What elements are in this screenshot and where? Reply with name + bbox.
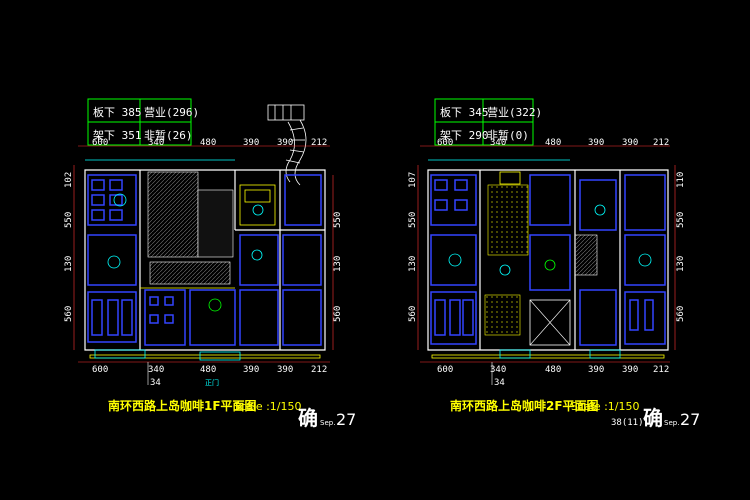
svg-text:Sep.: Sep. (664, 419, 679, 427)
svg-text:确: 确 (298, 406, 318, 430)
f1-left-dim-3: 130 (64, 256, 74, 272)
f1-top-dim-1: 600 (92, 138, 108, 148)
svg-text:27: 27 (336, 410, 356, 429)
floor1-seating (87, 174, 322, 346)
floor2-fixtures (431, 171, 665, 359)
svg-text:480: 480 (545, 365, 561, 375)
svg-text:560: 560 (676, 306, 686, 322)
floor1-stat-1: 板下 385 (93, 105, 142, 119)
floor2-stat-1: 板下 345 (440, 105, 489, 119)
floor2-stamp: 确 Sep. 27 (643, 406, 700, 430)
floor2-walls (427, 159, 669, 351)
f1-right-dim-1: 550 (333, 212, 343, 228)
floor2-seating (430, 174, 666, 346)
floor1-fixtures (89, 184, 321, 361)
floor2-stat-4: 非暂(0) (487, 129, 529, 142)
svg-text:110: 110 (676, 172, 686, 188)
svg-text:390: 390 (622, 138, 638, 148)
floor2-top-dimensions: 600 340 480 390 390 212 (420, 138, 670, 148)
floor2-stats-table: 板下 345 营业(322) 架下 290 非暂(0) (434, 98, 542, 146)
floor2-stat-2: 营业(322) (487, 105, 542, 119)
svg-text:27: 27 (680, 410, 700, 429)
f1-entrance-label: 正门 (205, 378, 219, 387)
floor1-stamp: 确 Sep. 27 (298, 406, 356, 430)
svg-text:480: 480 (545, 138, 561, 148)
floor1-stat-3: 架下 351 (93, 129, 142, 142)
f1-bot-dim-2: 340 (148, 365, 164, 375)
floor1-hatched-core (147, 171, 234, 285)
floor2-plan: 板下 345 营业(322) 架下 290 非暂(0) 600 340 480 … (408, 98, 700, 430)
f1-bot-dim-3: 480 (200, 365, 216, 375)
floor1-top-dimensions: 600 340 480 390 390 212 (78, 138, 330, 148)
f1-top-dim-6: 212 (311, 138, 327, 148)
f1-right-dim-3: 560 (333, 306, 343, 322)
svg-text:600: 600 (437, 138, 453, 148)
floor2-sub-number: 38(11) (611, 418, 644, 428)
f1-top-dim-3: 480 (200, 138, 216, 148)
floor1-stats-table: 板下 385 营业(296) 架下 351 非暂(26) (87, 98, 199, 146)
svg-text:600: 600 (437, 365, 453, 375)
floor2-right-dimensions: 110 550 130 560 (674, 165, 686, 350)
svg-text:550: 550 (676, 212, 686, 228)
floor1-right-dimensions: 550 130 560 (332, 175, 343, 350)
svg-text:212: 212 (653, 365, 669, 375)
svg-text:390: 390 (588, 138, 604, 148)
floor1-title: 南环西路上岛咖啡1F平面图 (108, 398, 257, 413)
f1-bot-dim-1: 600 (92, 365, 108, 375)
f1-right-dim-2: 130 (333, 256, 343, 272)
f1-left-dim-2: 550 (64, 212, 74, 228)
svg-text:550: 550 (408, 212, 418, 228)
floor2-bottom-dimensions: 600 340 480 390 390 212 34 (420, 361, 670, 388)
f1-left-dim-1: 102 (64, 172, 74, 188)
svg-text:212: 212 (653, 138, 669, 148)
floor1-left-dimensions: 102 550 130 560 (64, 165, 75, 350)
f1-bot-dim-4: 390 (243, 365, 259, 375)
floor1-bottom-dimensions: 600 340 480 390 390 212 34 正门 (78, 361, 330, 388)
f1-top-dim-5: 390 (277, 138, 293, 148)
floor2-stat-3: 架下 290 (440, 129, 489, 142)
f1-top-dim-2: 340 (148, 138, 164, 148)
floor2-atrium (484, 184, 598, 346)
f1-left-dim-4: 560 (64, 306, 74, 322)
floor1-stat-2: 营业(296) (144, 105, 199, 119)
floor1-stat-4: 非暂(26) (144, 129, 193, 142)
floor1-plan: 板下 385 营业(296) 架下 351 非暂(26) 600 340 480… (64, 98, 356, 430)
floor1-spiral-stair (267, 104, 307, 186)
f2-below-number: 34 (494, 378, 505, 388)
svg-text:130: 130 (408, 256, 418, 272)
svg-text:340: 340 (490, 138, 506, 148)
svg-text:390: 390 (622, 365, 638, 375)
floor2-left-dimensions: 107 550 130 560 (408, 165, 419, 350)
f1-top-dim-4: 390 (243, 138, 259, 148)
floor1-scale: Scale :1/150 (233, 400, 302, 413)
svg-text:Sep.: Sep. (320, 419, 335, 427)
svg-text:130: 130 (676, 256, 686, 272)
floor2-scale: Scale :1/150 (571, 400, 640, 413)
svg-text:560: 560 (408, 306, 418, 322)
floor1-walls (84, 159, 326, 351)
svg-text:确: 确 (643, 406, 663, 430)
svg-text:107: 107 (408, 172, 418, 188)
svg-text:340: 340 (490, 365, 506, 375)
f1-bot-dim-5: 390 (277, 365, 293, 375)
floor2-title: 南环西路上岛咖啡2F平面图 (450, 398, 599, 413)
svg-text:390: 390 (588, 365, 604, 375)
f1-below-number: 34 (150, 378, 161, 388)
f1-bot-dim-6: 212 (311, 365, 327, 375)
